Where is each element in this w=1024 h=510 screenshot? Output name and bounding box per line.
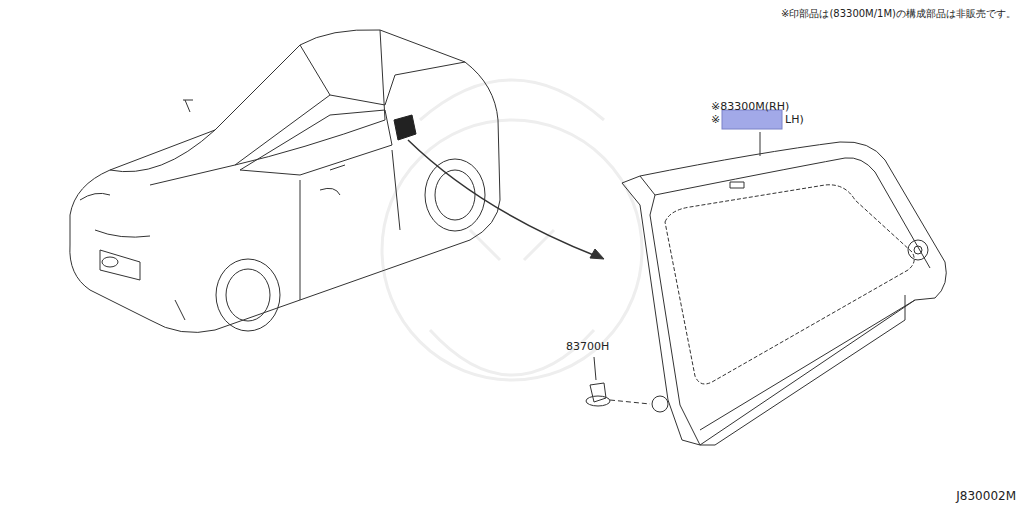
quarter-window-mark <box>394 115 416 140</box>
part-number: 83700H <box>566 341 609 353</box>
arrow-head <box>590 249 604 259</box>
parts-note: ※印部品は(83300M/1M)の構成部品は非販売です。 <box>781 8 1016 19</box>
pointer-arrow <box>408 140 596 256</box>
clip-part <box>586 357 650 406</box>
leader-line <box>760 132 761 156</box>
quarter-window-panel <box>622 142 946 445</box>
watermark <box>382 80 642 380</box>
part-side: LH) <box>785 114 804 126</box>
mark-symbol: ※ <box>711 114 720 126</box>
car-outline <box>70 30 500 333</box>
part-number: ※83300M(RH) <box>711 101 789 113</box>
figure-number: J830002M <box>956 490 1016 503</box>
